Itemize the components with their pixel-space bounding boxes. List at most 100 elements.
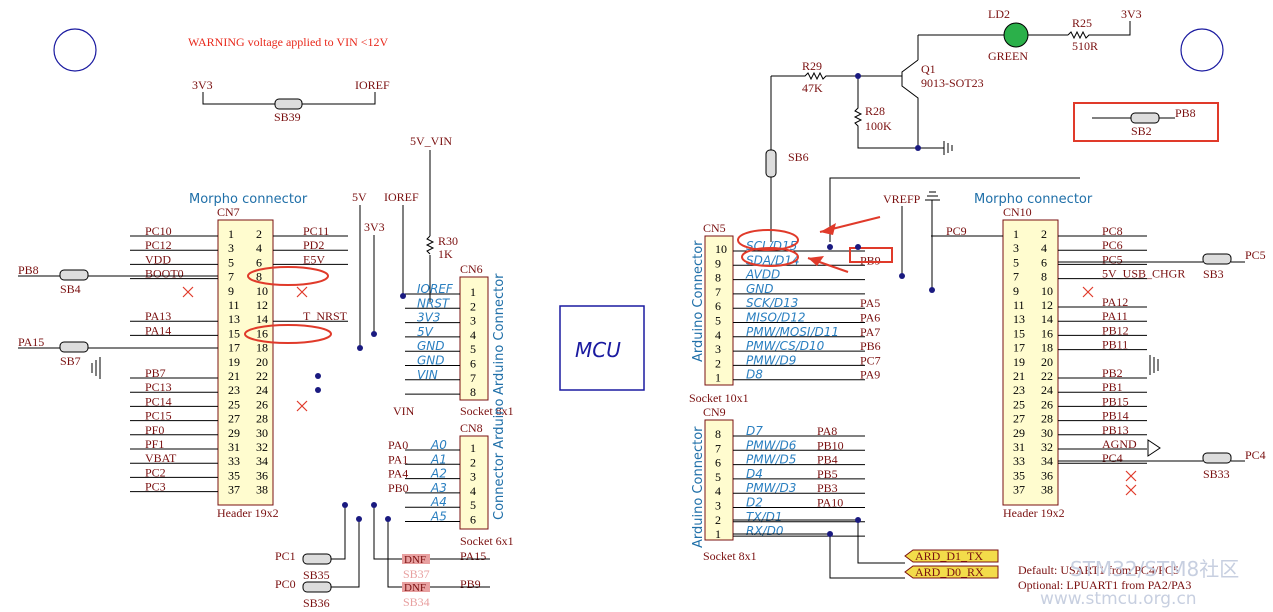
sb6-jumper [765,149,777,178]
sb36-jumper [302,581,332,593]
cn8-footer: Socket 6x1 [460,534,514,548]
net-3v3: 3V3 [364,220,385,234]
cn10-pin-30: 30 [1041,426,1053,440]
cn7-pin-2: 2 [256,227,262,241]
q1-label: Q1 [921,62,936,76]
cn8-ref: CN8 [460,421,483,435]
cn7-net-left-7: BOOT0 [145,267,184,281]
cn7-net-left-23: PC13 [145,380,172,394]
net-pc0: PC0 [275,577,296,591]
cn10-pin-5: 5 [1013,255,1019,269]
cn8-net-4: PB0 [388,481,409,495]
cn6-pin-6: 6 [470,357,476,371]
cn7-pin-35: 35 [228,468,240,482]
net-ioref: IOREF [384,190,419,204]
sb35-label: SB35 [303,568,330,582]
cn6-pin-4: 4 [470,328,476,342]
cn6-signal-1: IOREF [417,282,454,296]
dnf-34: DNF [404,582,426,594]
junction-dot-2 [357,345,363,351]
cn7-pin-37: 37 [228,483,240,497]
cn10-pin-19: 19 [1013,355,1025,369]
r28-label: R28 [865,104,885,118]
sb33-label: SB33 [1203,467,1230,481]
cn5-net-6: PA5 [860,296,880,310]
cn7-net-left-37: PC3 [145,480,166,494]
net-pb9-dnf: PB9 [460,577,481,591]
net-vrefp: VREFP [883,192,921,206]
sb6-label: SB6 [788,150,809,164]
cn7-pin-14: 14 [256,312,268,326]
cn10-net-right-14: PA11 [1102,309,1128,323]
cn5-body [704,235,734,386]
cn9-title: Arduino Connector [691,426,706,548]
cn10-pin-24: 24 [1041,383,1053,397]
cn9-signal-8: D7 [746,424,763,438]
cn9-net-8: PA8 [817,424,837,438]
gnd-sb7 [91,357,101,379]
cn9-signal-4: PMW/D3 [746,481,796,495]
cn10-pin-38: 38 [1041,483,1053,497]
cn9-signal-6: PMW/D5 [746,453,796,467]
cn10-pin-3: 3 [1013,241,1019,255]
highlight-scl [737,229,799,251]
cn5-net-5: PA6 [860,311,880,325]
cn10-net-right-8: 5V_USB_CHGR [1102,267,1185,281]
cn8-body [459,435,489,530]
cn10-net-left-1: PC9 [946,224,967,238]
cn8-pin-6: 6 [470,513,476,527]
cn8-title: Connector Arduino [492,398,507,520]
cn5-net-3: PB6 [860,339,881,353]
cn9-signal-5: D4 [746,467,763,481]
cn7-pin-3: 3 [228,241,234,255]
cn10-pin-1: 1 [1013,227,1019,241]
cn8-net-2: PA1 [388,452,408,466]
sb39-label: SB39 [274,110,301,124]
no-connect-mark-4 [1125,470,1137,482]
cn8-pin-1: 1 [470,441,476,455]
sb34-label: SB34 [403,595,430,609]
cn6-pin-8: 8 [470,385,476,399]
cn7-net-left-33: VBAT [145,451,177,465]
cn5-signal-3: PMW/CS/D10 [746,339,825,353]
cn10-pin-34: 34 [1041,454,1053,468]
no-connect-mark-3 [1082,286,1094,298]
cn9-pin-3: 3 [715,499,721,513]
cn7-pin-17: 17 [228,341,240,355]
cn10-pin-4: 4 [1041,241,1047,255]
r29-value: 47K [802,81,823,95]
cn7-pin-19: 19 [228,355,240,369]
cn7-pin-30: 30 [256,426,268,440]
cn5-signal-2: PMW/D9 [746,353,796,367]
cn10-pin-17: 17 [1013,341,1025,355]
cn10-pin-2: 2 [1041,227,1047,241]
warning-text: WARNING voltage applied to VIN <12V [188,35,389,49]
no-connect-mark-5 [1125,484,1137,496]
cn10-pin-21: 21 [1013,369,1025,383]
cn10-pin-36: 36 [1041,468,1053,482]
mounting-hole-right [1180,28,1224,72]
cn10-pin-32: 32 [1041,440,1053,454]
cn10-net-right-30: PB13 [1102,423,1129,437]
sb3-label: SB3 [1203,267,1224,281]
sb3-jumper [1202,253,1232,265]
cn6-signal-7: VIN [417,368,438,382]
cn10-net-right-16: PB12 [1102,323,1129,337]
cn5-net-2: PC7 [860,353,881,367]
net-pc1: PC1 [275,549,296,563]
highlight-pin16 [244,324,332,344]
net-pc4: PC4 [1245,448,1266,462]
q1-transistor [901,35,919,148]
cn7-net-left-3: PC12 [145,238,172,252]
sb36-label: SB36 [303,596,330,610]
cn10-pin-14: 14 [1041,312,1053,326]
cn8-net-1: PA0 [388,438,408,452]
net-3v3-top: 3V3 [1121,7,1142,21]
cn8-signal-1: A0 [430,438,447,452]
cn8-pin-5: 5 [470,498,476,512]
cn5-net-4: PA7 [860,325,880,339]
